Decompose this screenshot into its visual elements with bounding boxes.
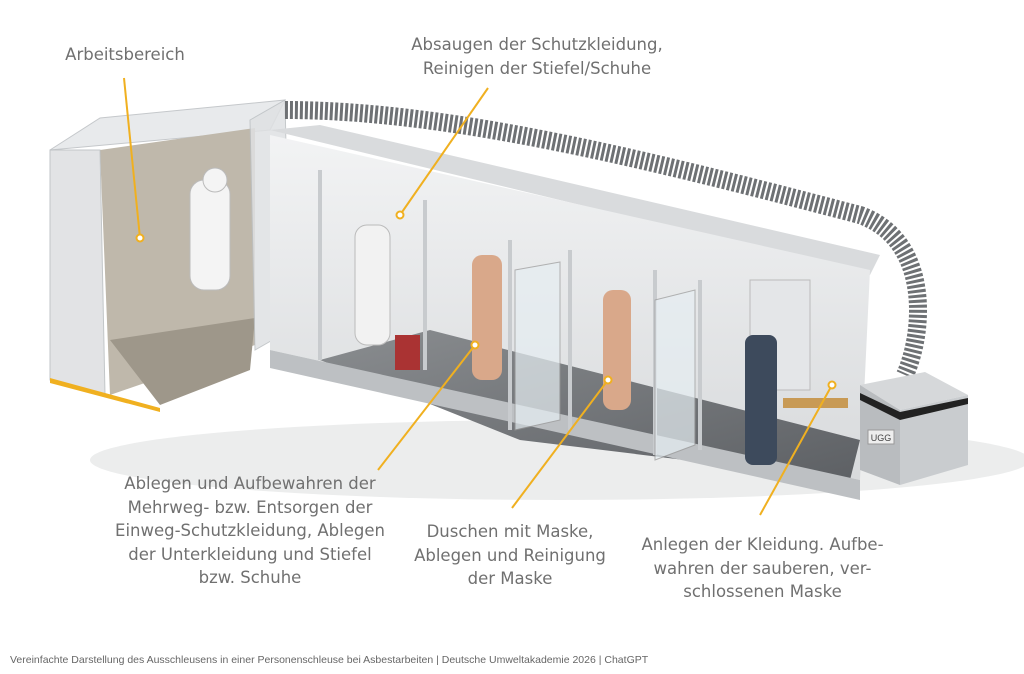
- vacuum-cleaner: [395, 335, 420, 370]
- glass-door: [514, 261, 561, 431]
- work-area-tent: [49, 99, 291, 412]
- person-dressing: [745, 335, 777, 465]
- leader-undress: [377, 344, 476, 471]
- filter-unit: UGG: [860, 372, 968, 485]
- label-work-area: Arbeitsbereich: [65, 45, 185, 64]
- bench: [783, 398, 848, 408]
- person-showering: [603, 290, 631, 410]
- leader-lines: [123, 77, 833, 516]
- person-undressing: [472, 255, 502, 380]
- unit-badge: UGG: [871, 433, 892, 443]
- label-vacuum: Absaugen der Schutzkleidung, Reinigen de…: [411, 35, 663, 78]
- label-dress: Anlegen der Kleidung. Aufbe- wahren der …: [641, 535, 884, 601]
- worker-vacuuming: [354, 224, 391, 346]
- leader-work-area: [123, 77, 141, 239]
- leader-shower: [511, 379, 609, 509]
- label-undress: Ablegen und Aufbewahren der Mehrweg- bzw…: [115, 474, 385, 587]
- glass-door: [654, 289, 696, 461]
- label-shower: Duschen mit Maske, Ablegen und Reinigung…: [414, 522, 606, 588]
- worker-in-suit: [189, 179, 231, 291]
- leader-dress: [759, 384, 833, 516]
- leader-vacuum: [399, 87, 489, 216]
- caption: Vereinfachte Darstellung des Ausschleuse…: [10, 654, 649, 666]
- exhaust-hose: [284, 101, 927, 379]
